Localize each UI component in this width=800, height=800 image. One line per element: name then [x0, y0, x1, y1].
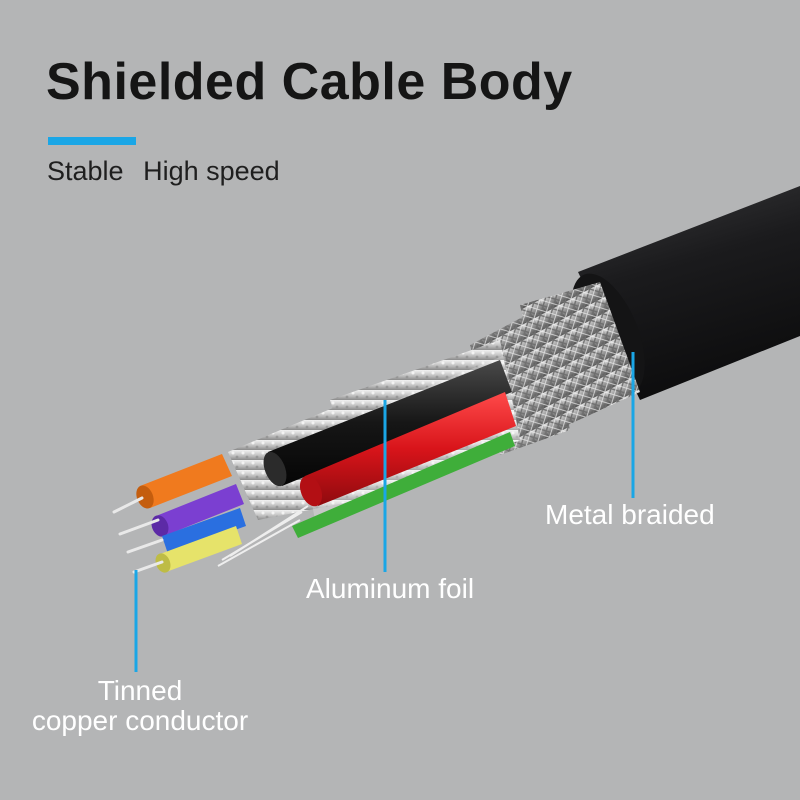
wire-orange	[136, 454, 232, 509]
wire-green	[292, 432, 515, 538]
label-tinned-line1: Tinned	[97, 675, 183, 706]
page-title: Shielded Cable Body	[46, 53, 573, 111]
label-tinned-line2: copper conductor	[31, 705, 249, 736]
label-metal-braided: Metal braided	[545, 499, 715, 530]
callout-lines	[134, 352, 635, 672]
accent-bar	[48, 137, 136, 145]
label-tinned-copper: Tinned copper conductor	[16, 676, 264, 736]
wire-red	[299, 392, 516, 507]
wire-blue	[162, 508, 246, 554]
tag-high-speed: High speed	[143, 156, 280, 186]
feature-tags: Stable High speed	[47, 156, 292, 187]
tinned-conductor-tips	[112, 496, 164, 574]
label-aluminum-foil: Aluminum foil	[306, 573, 475, 604]
wire-black	[263, 360, 512, 487]
tag-stable: Stable	[47, 156, 124, 186]
drain-strands	[217, 505, 309, 567]
